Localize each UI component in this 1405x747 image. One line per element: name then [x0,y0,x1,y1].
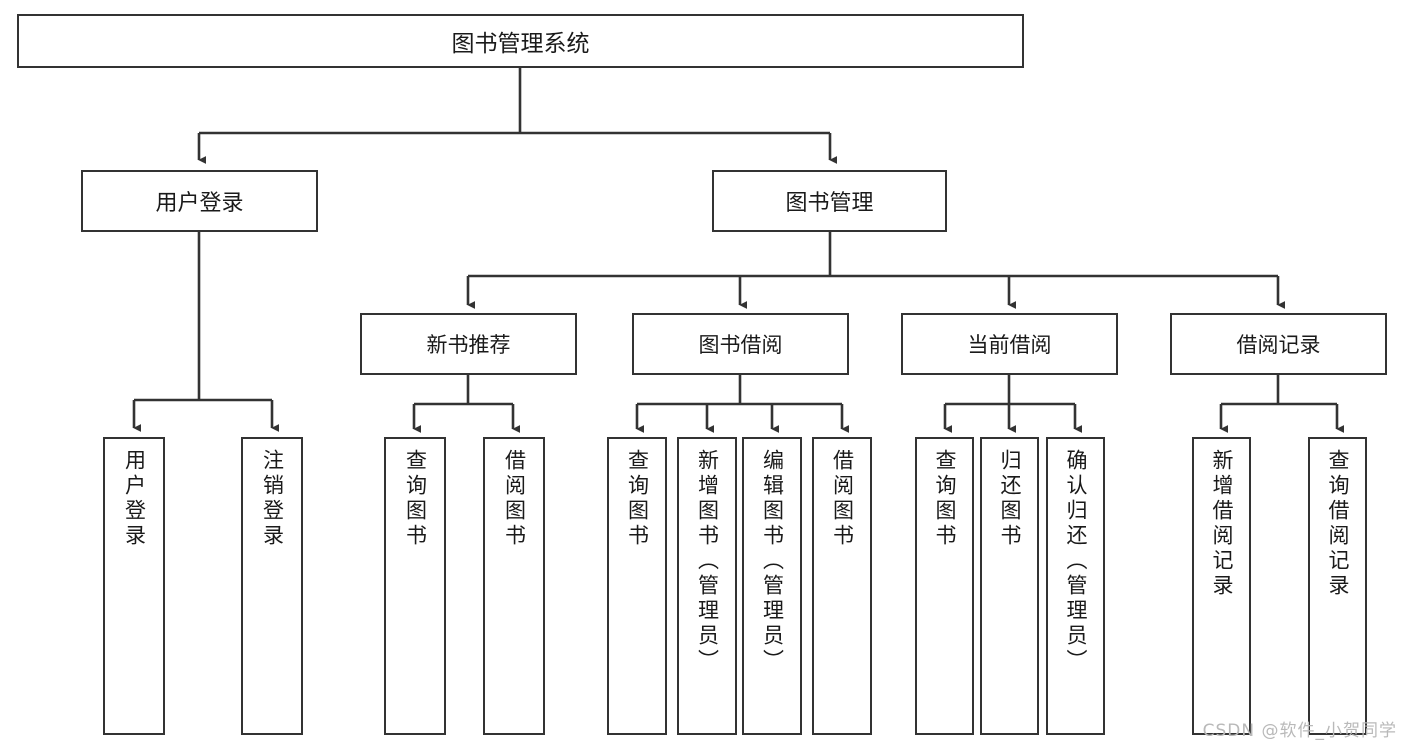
node-label: 编辑图书（管理员） [760,449,785,674]
node-user-login[interactable]: 用户登录 [81,170,318,232]
leaf-book-borrow-query-book[interactable]: 查询图书 [607,437,667,735]
node-label: 用户登录 [155,191,244,216]
node-label: 借阅图书 [830,449,855,549]
node-label: 查询图书 [625,449,650,549]
node-borrow-record[interactable]: 借阅记录 [1170,313,1387,375]
node-label: 图书管理系统 [451,31,590,57]
leaf-book-borrow-borrow-book[interactable]: 借阅图书 [812,437,872,735]
node-label: 查询图书 [403,449,428,549]
node-label: 图书借阅 [698,333,783,357]
leaf-book-borrow-edit-book-admin[interactable]: 编辑图书（管理员） [742,437,802,735]
leaf-current-borrow-query-book[interactable]: 查询图书 [915,437,974,735]
node-label: 借阅图书 [502,449,527,549]
leaf-borrow-record-add-record[interactable]: 新增借阅记录 [1192,437,1251,735]
leaf-user-login-login[interactable]: 用户登录 [103,437,165,735]
node-label: 确认归还（管理员） [1064,449,1088,674]
node-label: 借阅记录 [1236,333,1321,357]
node-root-library-management-system[interactable]: 图书管理系统 [17,14,1024,68]
node-label: 新增借阅记录 [1210,449,1234,599]
leaf-user-login-logout[interactable]: 注销登录 [241,437,303,735]
csdn-watermark: CSDN @软件_小贺同学 [1202,721,1397,741]
node-book-management[interactable]: 图书管理 [712,170,947,232]
node-label: 查询图书 [933,449,957,549]
node-label: 用户登录 [122,449,147,549]
node-label: 注销登录 [260,449,285,549]
node-label: 查询借阅记录 [1326,449,1350,599]
node-new-book-recommend[interactable]: 新书推荐 [360,313,577,375]
leaf-new-book-query-book[interactable]: 查询图书 [384,437,446,735]
leaf-new-book-borrow-book[interactable]: 借阅图书 [483,437,545,735]
node-label: 新书推荐 [426,333,511,357]
node-current-borrow[interactable]: 当前借阅 [901,313,1118,375]
leaf-current-borrow-return-book[interactable]: 归还图书 [980,437,1039,735]
node-label: 图书管理 [785,191,874,216]
leaf-borrow-record-query-record[interactable]: 查询借阅记录 [1308,437,1367,735]
leaf-book-borrow-add-book-admin[interactable]: 新增图书（管理员） [677,437,737,735]
node-label: 当前借阅 [967,333,1052,357]
leaf-current-borrow-confirm-return-admin[interactable]: 确认归还（管理员） [1046,437,1105,735]
node-label: 归还图书 [998,449,1022,549]
node-label: 新增图书（管理员） [695,449,720,674]
node-book-borrow[interactable]: 图书借阅 [632,313,849,375]
